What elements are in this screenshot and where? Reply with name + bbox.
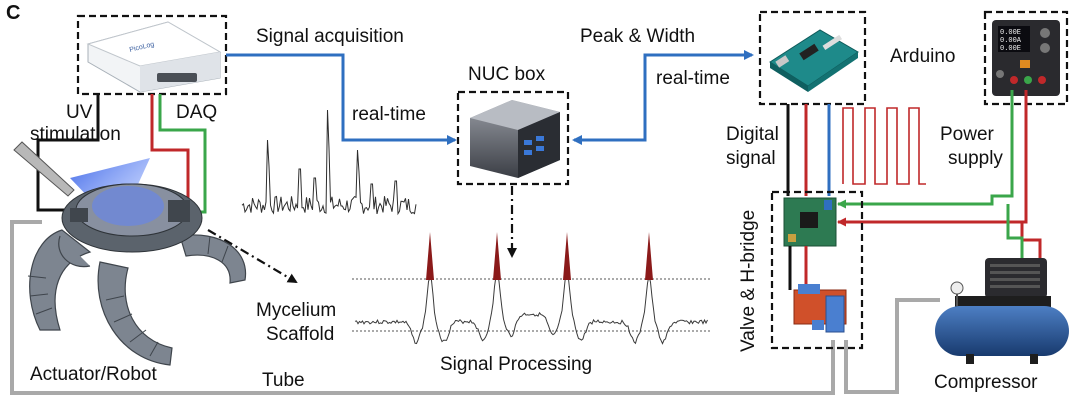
peak-marker-2 (493, 232, 501, 280)
label-power-supply-2: supply (948, 148, 1003, 169)
nuc-computer (470, 100, 560, 178)
panel-letter: C (6, 2, 21, 24)
nuc-dashed-box (456, 90, 570, 186)
label-actuator-robot: Actuator/Robot (30, 364, 157, 385)
arduino-valve-wires (786, 104, 831, 196)
psu-readout-2: 0.00A (1000, 37, 1022, 45)
label-daq: DAQ (176, 102, 218, 123)
compressor (935, 258, 1069, 364)
psu-valve-wires (837, 90, 1042, 262)
actuator-robot (13, 141, 247, 366)
arduino-board (769, 29, 859, 92)
tube-line (10, 220, 940, 395)
psu-readout-1: 0.00E (1000, 29, 1021, 37)
label-power-supply-1: Power (940, 124, 994, 145)
peak-marker-4 (645, 232, 653, 280)
digital-square-wave (842, 107, 926, 185)
label-uv-stimulation-2: stimulation (30, 124, 121, 145)
daq-device: PicoLog (86, 21, 222, 93)
raw-signal-trace (241, 109, 417, 216)
power-supply-unit: 0.00E 0.00A 0.00E (992, 20, 1060, 96)
peak-marker-3 (563, 232, 571, 280)
label-signal-processing: Signal Processing (440, 354, 593, 375)
arrow-signal-acquisition (226, 53, 457, 145)
processed-signal-trace (354, 269, 708, 345)
label-arduino: Arduino (890, 46, 956, 67)
arrow-to-mycelium (207, 229, 298, 284)
label-compressor: Compressor (934, 372, 1038, 393)
valve-hbridge-dashed-box (770, 190, 864, 350)
solenoid-valve (793, 284, 847, 333)
label-realtime-left: real-time (352, 104, 426, 125)
label-signal-acquisition: Signal acquisition (256, 26, 404, 47)
valve-wires-mid (788, 246, 808, 290)
peak-marker-1 (426, 232, 434, 280)
label-digital-signal-1: Digital (726, 124, 779, 145)
label-digital-signal-2: signal (726, 148, 776, 169)
label-valve-hbridge: Valve & H-bridge (738, 209, 759, 352)
processed-signal-chart (352, 232, 710, 345)
label-peak-width: Peak & Width (580, 26, 696, 47)
label-mycelium-2: Scaffold (266, 324, 335, 345)
label-mycelium-1: Mycelium (256, 300, 337, 321)
psu-readout-3: 0.00E (1000, 45, 1021, 53)
arrow-nuc-arduino (572, 50, 754, 145)
hbridge-board (783, 197, 837, 247)
label-tube: Tube (262, 370, 305, 391)
arduino-dashed-box (758, 10, 867, 106)
label-realtime-right: real-time (656, 68, 730, 89)
label-nuc-box: NUC box (468, 64, 546, 85)
label-uv-stimulation-1: UV (66, 102, 93, 123)
